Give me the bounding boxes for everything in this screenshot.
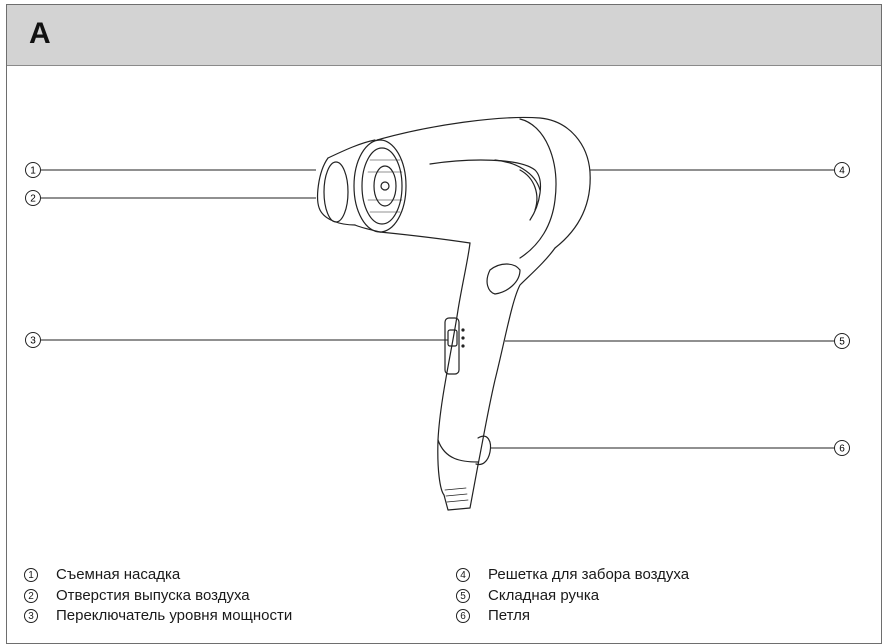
legend-label: Съемная насадка: [56, 566, 181, 583]
air-intake: [519, 118, 557, 259]
legend-label: Петля: [488, 607, 531, 624]
callout-leaders: [41, 169, 834, 449]
legend-number: 4: [456, 568, 470, 583]
legend-number: 3: [24, 609, 38, 624]
hair-dryer-illustration: [317, 116, 591, 511]
callout-markers: 1 2 3 4 5 6: [25, 162, 850, 456]
callout-6: 6: [834, 440, 850, 456]
callout-4: 4: [834, 162, 850, 178]
legend-left-column: 1 Съемная насадка 2 Отверстия выпуска во…: [24, 565, 292, 627]
figure-header: A: [7, 5, 881, 66]
dryer-body: [376, 116, 591, 173]
callout-4-number: 4: [839, 166, 845, 177]
legend-item-5: 5 Складная ручка: [456, 586, 689, 607]
callout-5-number: 5: [839, 337, 845, 348]
callout-1-number: 1: [30, 166, 36, 177]
legend-number: 2: [24, 588, 38, 603]
callout-3: 3: [25, 332, 41, 348]
legend-item-2: 2 Отверстия выпуска воздуха: [24, 586, 292, 607]
legend-number: 5: [456, 588, 470, 603]
legend-label: Отверстия выпуска воздуха: [56, 586, 250, 604]
legend-item-6: 6 Петля: [456, 606, 689, 627]
legend-item-4: 4 Решетка для забора воздуха: [456, 565, 689, 586]
legend-item-1: 1 Съемная насадка: [24, 565, 292, 586]
callout-2-number: 2: [30, 194, 36, 205]
callout-1: 1: [25, 162, 41, 178]
legend-number: 1: [24, 568, 38, 583]
folding-handle: [437, 242, 471, 496]
power-switch: [444, 317, 460, 375]
callout-5: 5: [834, 333, 850, 349]
legend-label: Складная ручка: [488, 586, 600, 604]
legend-item-3: 3 Переключатель уровня мощности: [24, 606, 292, 627]
legend-number: 6: [456, 609, 470, 624]
hang-loop: [475, 435, 492, 466]
callout-2: 2: [25, 190, 41, 206]
figure-letter: A: [29, 17, 51, 50]
legend-right-column: 4 Решетка для забора воздуха 5 Складная …: [456, 565, 689, 627]
legend-label: Переключатель уровня мощности: [56, 607, 293, 624]
callout-3-number: 3: [30, 336, 36, 347]
legend-label: Решетка для забора воздуха: [488, 566, 690, 583]
callout-6-number: 6: [839, 444, 845, 455]
nozzle-outline: [317, 157, 356, 226]
